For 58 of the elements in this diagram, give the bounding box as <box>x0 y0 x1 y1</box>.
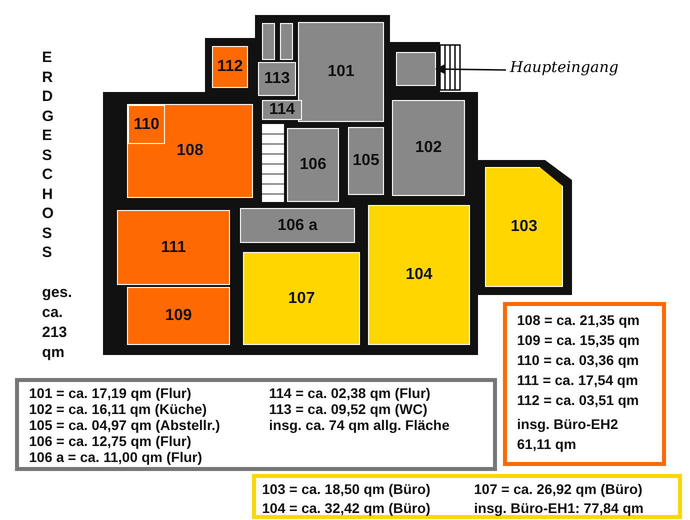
area-list-box <box>15 378 497 471</box>
room-number: 103 <box>510 218 538 236</box>
area-entry: insg. Büro-EH2 61,11 qm <box>517 415 620 454</box>
floor-name: ERDGESCHOSS <box>42 48 55 262</box>
room-number: 111 <box>161 238 186 256</box>
room-area <box>127 104 253 198</box>
room-area <box>262 23 275 60</box>
area-entry: 101 = ca. 17,19 qm (Flur) <box>29 385 192 401</box>
area-entry: insg. Büro-EH1: 77,84 qm <box>474 500 644 516</box>
room-number: 102 <box>415 139 442 157</box>
room-area <box>392 100 465 196</box>
room-area <box>262 100 302 120</box>
room-area <box>240 208 355 243</box>
room-area <box>287 128 339 202</box>
area-list-box <box>503 302 666 466</box>
area-entry: 110 = ca. 03,36 qm <box>517 352 639 368</box>
room-area <box>396 52 436 86</box>
area-entry: 104 = ca. 32,42 qm (Büro) <box>262 500 430 516</box>
room-area <box>298 22 384 122</box>
room-number: 106 <box>300 156 326 174</box>
room-number: 113 <box>264 70 290 88</box>
area-entry: 106 a = ca. 11,00 qm (Flur) <box>29 449 202 465</box>
area-entry: 113 = ca. 09,52 qm (WC) <box>269 401 428 417</box>
room-area <box>280 23 293 60</box>
room-area <box>127 287 230 345</box>
room-area <box>128 105 165 144</box>
entrance-label: Haupteingang <box>510 58 618 76</box>
room-area <box>243 252 360 345</box>
room-number: 108 <box>176 142 204 160</box>
room-number: 107 <box>288 290 315 308</box>
room-number: 109 <box>165 307 192 325</box>
total-area-note: ges. ca. 213 qm <box>42 283 74 363</box>
room-area <box>117 210 230 285</box>
area-entry: 108 = ca. 21,35 qm <box>517 312 640 328</box>
room-number: 104 <box>406 266 432 284</box>
area-entry: 112 = ca. 03,51 qm <box>517 392 639 408</box>
area-list-box <box>252 474 682 519</box>
room-number: 105 <box>352 152 380 170</box>
room-area <box>212 46 248 88</box>
room-number: 110 <box>134 116 160 134</box>
room-number: 114 <box>269 101 295 119</box>
area-entry: 102 = ca. 16,11 qm (Küche) <box>29 401 207 417</box>
area-entry: 107 = ca. 26,92 qm (Büro) <box>474 481 642 497</box>
area-entry: 103 = ca. 18,50 qm (Büro) <box>262 481 430 497</box>
area-entry: 111 = ca. 17,54 qm <box>517 372 638 388</box>
area-entry: insg. ca. 74 qm allg. Fläche <box>269 417 450 433</box>
area-entry: 114 = ca. 02,38 qm (Flur) <box>269 385 430 401</box>
area-entry: 105 = ca. 04,97 qm (Abstellr.) <box>29 417 220 433</box>
room-area <box>348 127 384 195</box>
room-number: 101 <box>328 63 354 81</box>
area-entry: 106 = ca. 12,75 qm (Flur) <box>29 433 192 449</box>
room-number: 112 <box>217 58 243 76</box>
room-area <box>258 62 296 96</box>
room-number: 106 a <box>277 216 318 234</box>
arrow <box>435 64 506 74</box>
area-entry: 109 = ca. 15,35 qm <box>517 332 640 348</box>
room-area <box>485 167 563 287</box>
room-area <box>368 205 470 345</box>
